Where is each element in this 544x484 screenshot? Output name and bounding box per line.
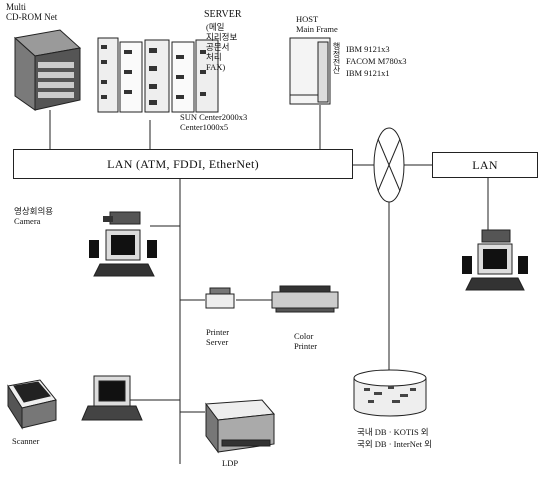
right-lan-label: LAN: [472, 158, 498, 173]
database-label: 국내 DB · KOTIS 외 국외 DB · InterNet 외: [357, 426, 432, 450]
database-icon: [354, 370, 426, 416]
ldp-printer-icon: [206, 400, 274, 452]
printer-server-icon: [206, 288, 234, 308]
scanner-label: Scanner: [12, 436, 39, 446]
host-title: HOST Main Frame: [296, 14, 338, 34]
color-printer-label: Color Printer: [294, 331, 317, 351]
video-conference-pc-icon: [89, 212, 157, 276]
host-line-1: IBM 9121x3: [346, 44, 390, 54]
main-lan-box: LAN (ATM, FDDI, EtherNet): [13, 149, 353, 179]
main-lan-label: LAN (ATM, FDDI, EtherNet): [107, 157, 259, 172]
router-icon: [374, 128, 404, 202]
mainframe-icon: [290, 38, 330, 104]
server-models: SUN Center2000x3 Center1000x5: [180, 112, 247, 132]
ldp-label: LDP: [222, 458, 238, 468]
host-line-3: IBM 9121x1: [346, 68, 390, 78]
scanner-icon: [8, 380, 56, 428]
host-side-label: 행정전산: [332, 42, 341, 74]
video-conference-label: 영상회의용 Camera: [14, 206, 53, 226]
right-lan-box: LAN: [432, 152, 538, 178]
server-roles: (메일 지리정보 공문서 처리 FAX): [206, 22, 237, 72]
server-rack-icon: [98, 38, 218, 112]
host-line-2: FACOM M780x3: [346, 56, 407, 66]
cdrom-label: Multi CD-ROM Net: [6, 2, 57, 22]
cdrom-tower-icon: [15, 30, 80, 110]
printer-server-label: Printer Server: [206, 327, 229, 347]
color-printer-icon: [272, 286, 338, 312]
remote-pc-icon: [462, 230, 528, 290]
server-title: SERVER: [204, 10, 242, 20]
scanner-pc-icon: [82, 376, 142, 420]
